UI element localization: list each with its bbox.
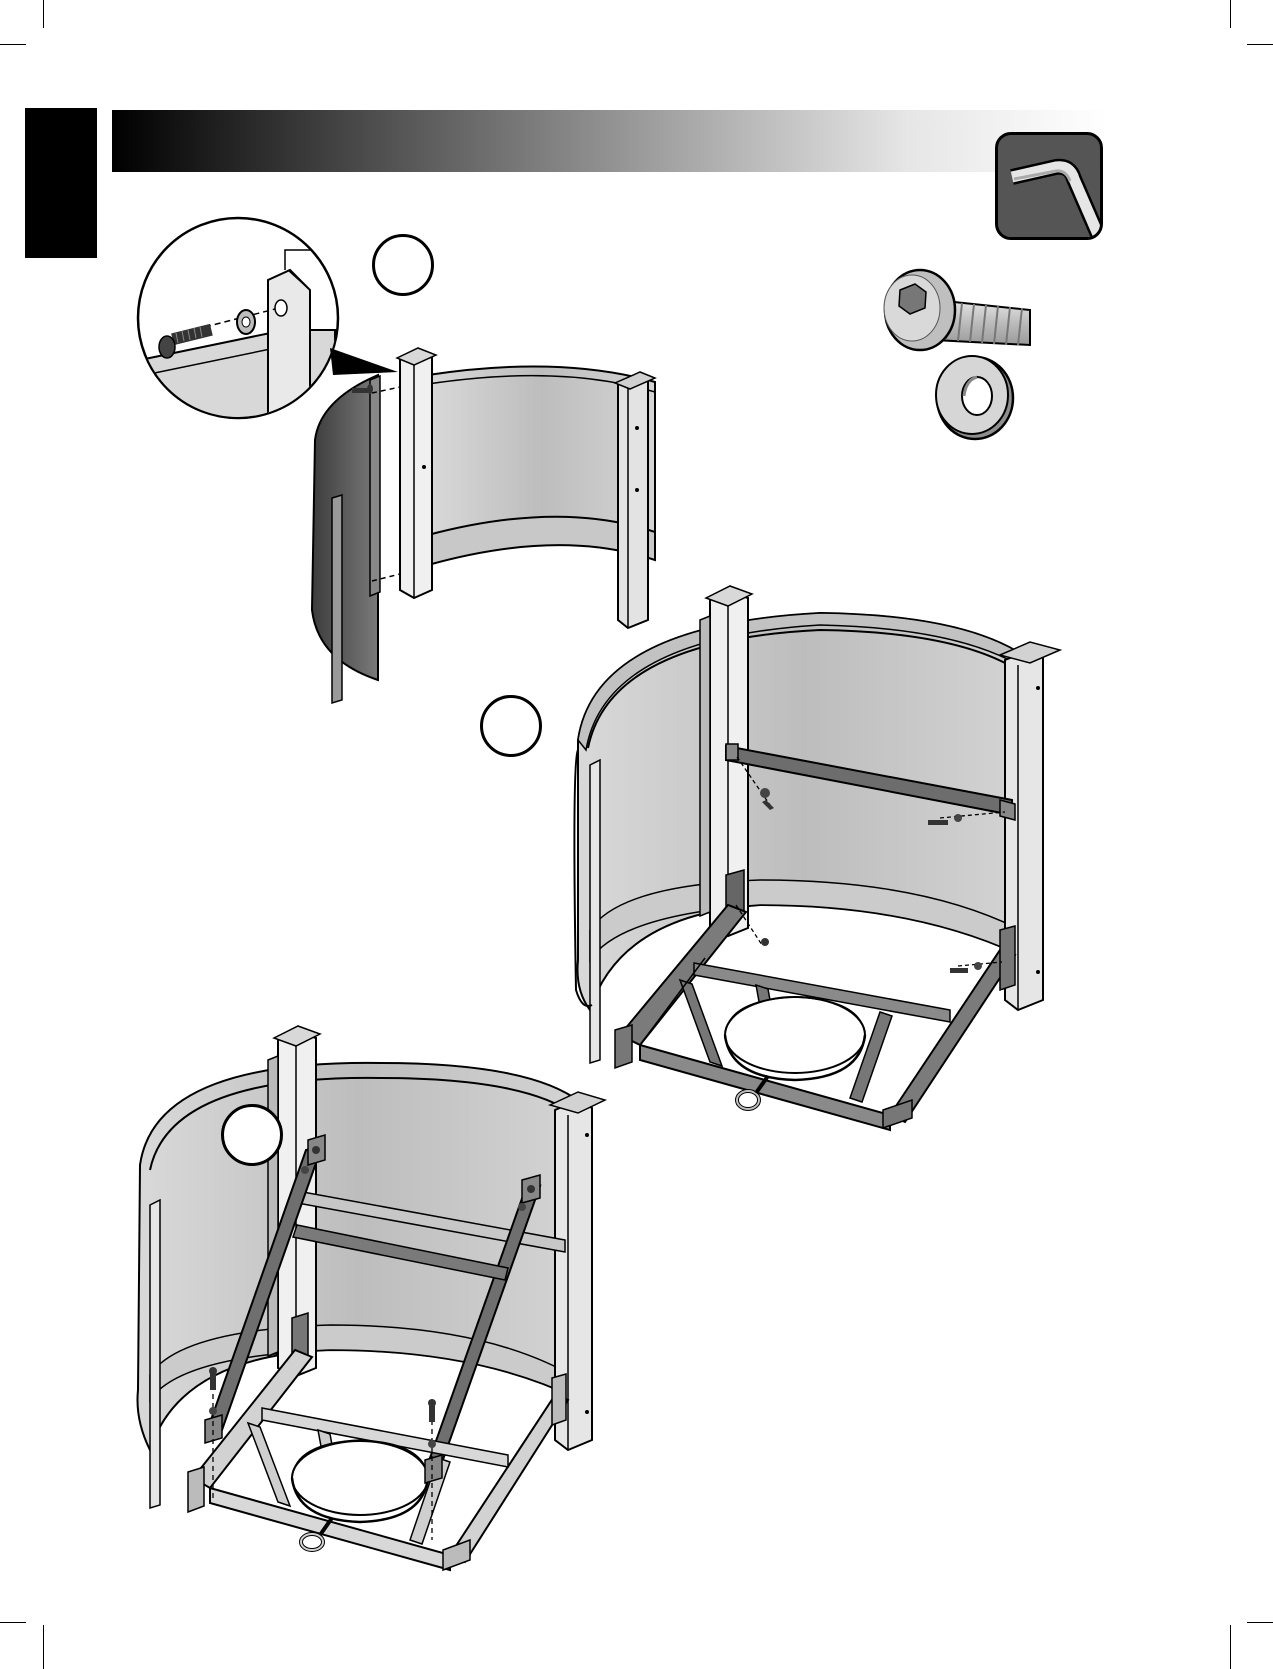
washer-icon	[936, 356, 1013, 439]
step-3-circle	[221, 1104, 283, 1166]
step-1-half-shell	[312, 348, 655, 703]
step-1-circle	[372, 234, 434, 296]
button-head-bolt-icon	[884, 270, 1030, 350]
step-2-circle	[480, 695, 542, 757]
step-3-assembly	[138, 1026, 606, 1570]
step-2-base-frame	[615, 905, 1015, 1130]
step-2-assembly	[574, 586, 1060, 1130]
print-footer	[30, 1651, 1250, 1665]
step-3-base-frame	[188, 1350, 568, 1570]
